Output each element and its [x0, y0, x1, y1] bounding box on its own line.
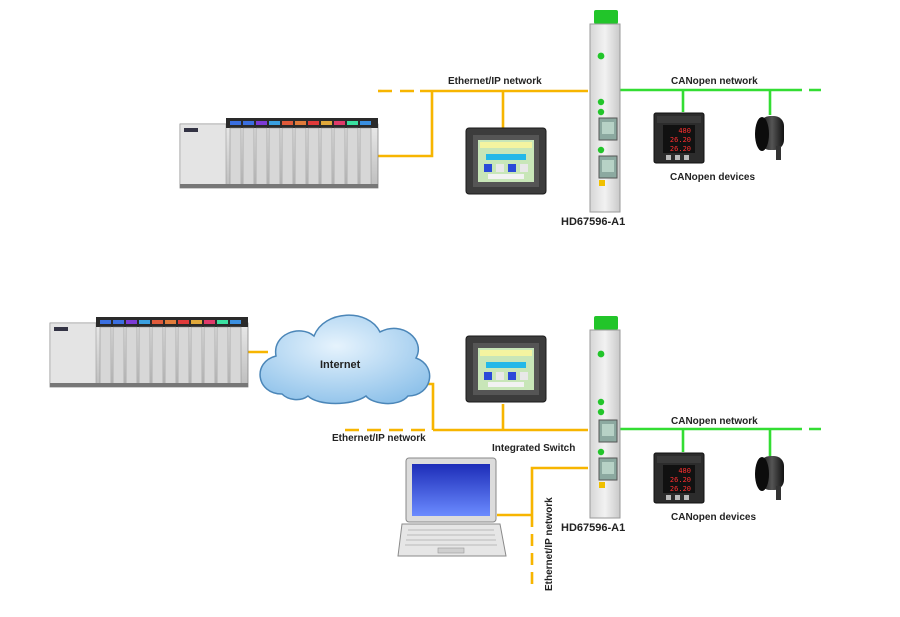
top-gateway-label: HD67596-A1 [561, 216, 625, 228]
svg-text:26.20: 26.20 [670, 136, 691, 144]
svg-text:26.20: 26.20 [670, 476, 691, 484]
plc-rack [179, 118, 379, 189]
top-canopen-lines [616, 88, 822, 115]
top-ethernet-lines [378, 89, 588, 158]
bottom-devices-label: CANopen devices [671, 512, 756, 523]
energy-meter: 480 26.20 26.20 [653, 112, 705, 164]
bottom-diagram: Internet [49, 314, 822, 591]
bottom-ethernet-vertical-label: Ethernet/IP network [544, 497, 555, 591]
encoder-device-bottom [755, 456, 784, 500]
plc-rack-bottom [49, 317, 249, 388]
gateway-device [589, 10, 621, 213]
bottom-gateway-label: HD67596-A1 [561, 522, 625, 534]
hmi-panel-bottom [465, 335, 547, 403]
gateway-device-bottom [589, 316, 621, 519]
svg-text:480: 480 [678, 467, 691, 475]
bottom-canopen-label: CANopen network [671, 416, 758, 427]
top-canopen-label: CANopen network [671, 76, 758, 87]
internet-cloud: Internet [259, 314, 431, 405]
bottom-ethernet-lines [248, 350, 588, 585]
energy-meter-bottom: 480 26.20 26.20 [653, 452, 705, 504]
integrated-switch-label: Integrated Switch [492, 443, 575, 454]
laptop-icon [397, 457, 507, 557]
internet-label: Internet [320, 359, 361, 371]
bottom-canopen-lines [616, 427, 822, 456]
hmi-panel [465, 127, 547, 195]
svg-text:480: 480 [678, 127, 691, 135]
svg-text:26.20: 26.20 [670, 485, 691, 493]
top-ethernet-label: Ethernet/IP network [448, 76, 542, 87]
top-devices-label: CANopen devices [670, 172, 755, 183]
encoder-device [755, 116, 784, 160]
bottom-ethernet-label: Ethernet/IP network [332, 433, 426, 444]
top-diagram: 480 26.20 26.20 Ethernet/IP network CANo… [179, 10, 822, 228]
svg-text:26.20: 26.20 [670, 145, 691, 153]
